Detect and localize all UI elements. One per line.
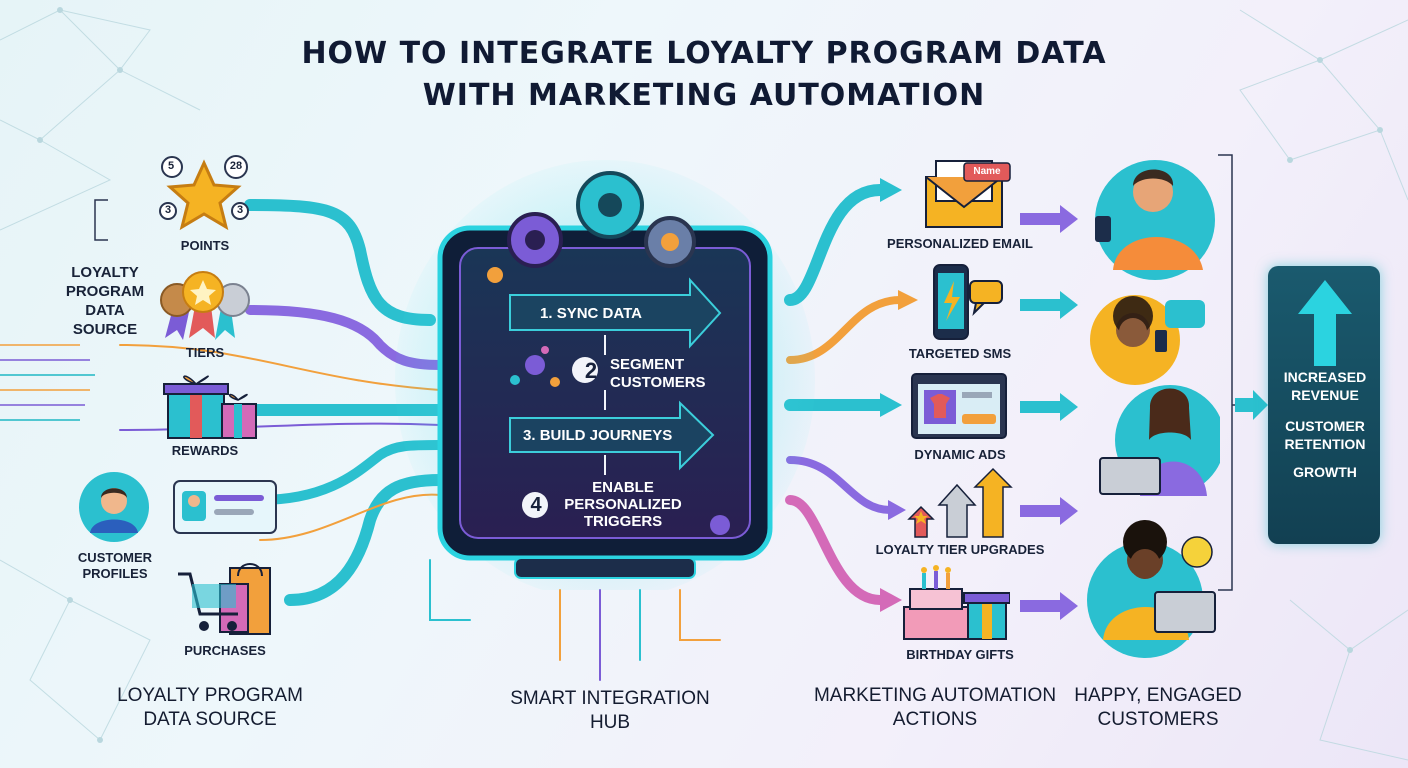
points-badge-2: 28 <box>229 160 243 172</box>
pipe-points <box>244 199 436 326</box>
side-label-line-4: SOURCE <box>72 321 138 338</box>
dynamic-ads-browser-icon <box>911 373 1007 439</box>
label-dynamic-ads: DYNAMIC ADS <box>914 447 1006 462</box>
step-4-text: ENABLE PERSONALIZED TRIGGERS <box>564 479 682 530</box>
col-label-source-1: LOYALTY PROGRAM <box>117 685 303 706</box>
tier-upgrade-arrows-icon <box>907 467 1013 538</box>
side-label-line-1: LOYALTY <box>71 264 139 281</box>
outcome-increased-revenue: INCREASED REVENUE <box>1283 369 1367 403</box>
label-personalized-email: PERSONALIZED EMAIL <box>887 236 1033 251</box>
label-targeted-sms: TARGETED SMS <box>908 346 1012 361</box>
title-line-2: WITH MARKETING AUTOMATION <box>422 78 986 113</box>
col-label-actions-1: MARKETING AUTOMATION <box>813 685 1057 706</box>
smartphone-sms-icon <box>933 264 1003 340</box>
points-badge-1: 5 <box>167 160 175 172</box>
col-label-hub-2: HUB <box>589 712 631 733</box>
step-1-text: SYNC DATA <box>556 305 642 322</box>
step-1-number: 1. <box>540 305 553 322</box>
step-3-text: BUILD JOURNEYS <box>539 427 673 444</box>
id-card-icon <box>173 480 277 534</box>
email-name-tag: Name <box>973 166 1001 177</box>
outcome-growth: GROWTH <box>1293 464 1357 480</box>
col-label-hub-1: SMART INTEGRATION <box>510 688 710 709</box>
col-label-actions-2: ACTIONS <box>892 709 978 730</box>
step-3-number: 3. <box>523 427 536 444</box>
label-customer-profiles: CUSTOMER PROFILES <box>77 550 153 581</box>
col-label-source-2: DATA SOURCE <box>143 709 277 730</box>
step-4-number: 4 <box>530 494 542 516</box>
label-purchases: PURCHASES <box>184 643 266 658</box>
integration-hub <box>395 160 815 590</box>
shopping-cart-bag-icon <box>178 563 271 635</box>
col-label-customers-2: CUSTOMERS <box>1097 709 1219 730</box>
points-star-icon <box>159 155 249 231</box>
title-line-1: HOW TO INTEGRATE LOYALTY PROGRAM DATA <box>301 36 1107 71</box>
points-badge-3: 3 <box>164 204 172 216</box>
customer-avatar-icon <box>79 472 149 542</box>
label-loyalty-tier-upgrades: LOYALTY TIER UPGRADES <box>875 542 1045 557</box>
outcome-customer-retention: CUSTOMER RETENTION <box>1284 418 1366 452</box>
gift-boxes-icon <box>163 375 257 439</box>
step-2-text: SEGMENT CUSTOMERS <box>610 356 706 391</box>
label-tiers: TIERS <box>185 345 225 360</box>
label-birthday-gifts: BIRTHDAY GIFTS <box>906 647 1014 662</box>
pipe-purchases <box>284 474 446 606</box>
growth-arrow-icon <box>1298 280 1352 366</box>
happy-customers-illustration <box>1087 160 1220 658</box>
tier-medals-icon <box>160 271 250 340</box>
side-label-line-3: DATA <box>85 302 125 319</box>
points-badge-4: 3 <box>236 204 244 216</box>
email-envelope-icon <box>925 160 1011 228</box>
side-label-line-2: PROGRAM <box>65 283 145 300</box>
label-rewards: REWARDS <box>171 443 239 458</box>
col-label-customers-1: HAPPY, ENGAGED <box>1074 685 1242 706</box>
gear-icon <box>507 171 696 268</box>
step-2-number: 2 <box>584 358 598 383</box>
birthday-cake-gift-icon <box>903 565 1010 640</box>
label-points: POINTS <box>180 238 230 253</box>
